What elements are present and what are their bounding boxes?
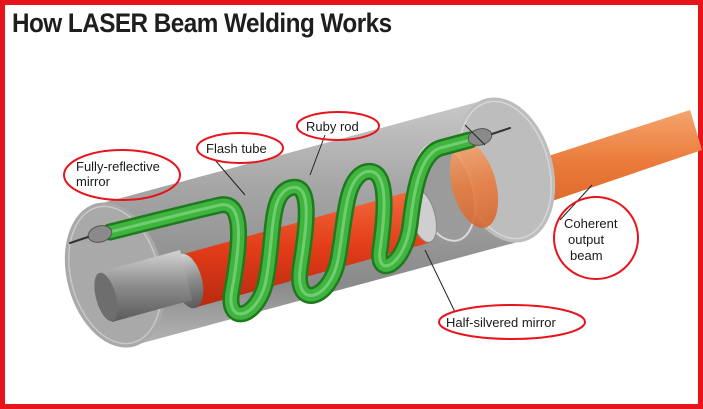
label-coherent-line1: Coherent <box>564 216 618 231</box>
label-flash-tube: Flash tube <box>206 141 267 156</box>
label-half-silvered: Half-silvered mirror <box>446 315 556 330</box>
page-title: How LASER Beam Welding Works <box>12 8 392 38</box>
diagram-labels: Fully-reflective mirror Flash tube Ruby … <box>76 119 618 330</box>
label-fully-reflective-line2: mirror <box>76 174 111 189</box>
label-coherent-line2: output <box>568 232 605 247</box>
circle-coherent-beam <box>553 196 639 280</box>
label-fully-reflective-line1: Fully-reflective <box>76 159 160 174</box>
circle-fully-reflective <box>63 149 181 201</box>
label-coherent-line3: beam <box>570 248 603 263</box>
label-ruby-rod: Ruby rod <box>306 119 359 134</box>
circle-half-silvered <box>438 304 586 340</box>
highlight-circles <box>63 111 639 340</box>
circle-flash-tube <box>196 132 284 164</box>
fully-reflective-mirror <box>94 250 192 322</box>
flash-tube <box>69 127 511 323</box>
circle-ruby-rod <box>296 111 380 141</box>
